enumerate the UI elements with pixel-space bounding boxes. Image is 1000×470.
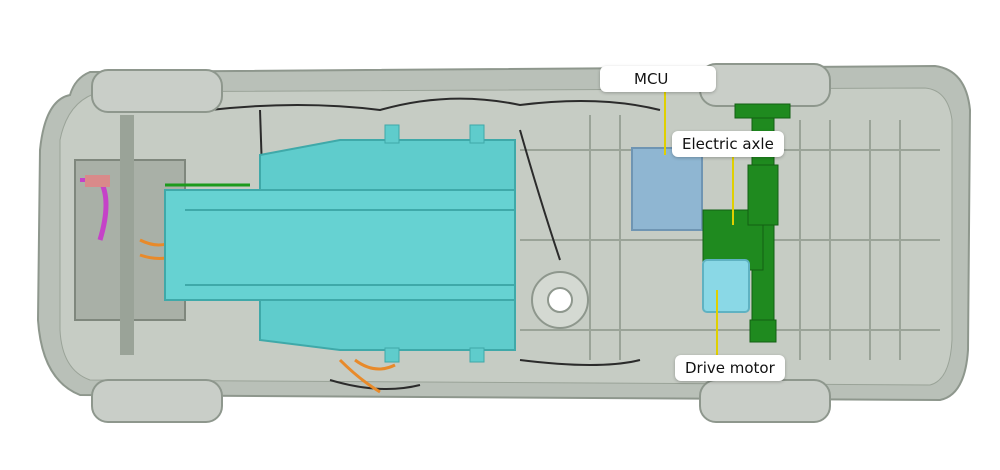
spare-wheel-hub [547,287,573,313]
drive-motor [702,259,750,313]
electric-axle-label: Electric axle [672,131,784,157]
tire-front-top [91,69,223,113]
wiring-harness [209,97,661,390]
drive-motor-label: Drive motor [675,355,785,381]
tire-front-bottom [91,379,223,423]
mcu-label: MCU [600,66,716,92]
tire-rear-bottom [699,379,831,423]
tire-rear-top [699,63,831,107]
tires [91,63,831,423]
battery-pack [164,124,516,363]
mcu-block [631,147,703,231]
leader-lines [664,92,734,357]
